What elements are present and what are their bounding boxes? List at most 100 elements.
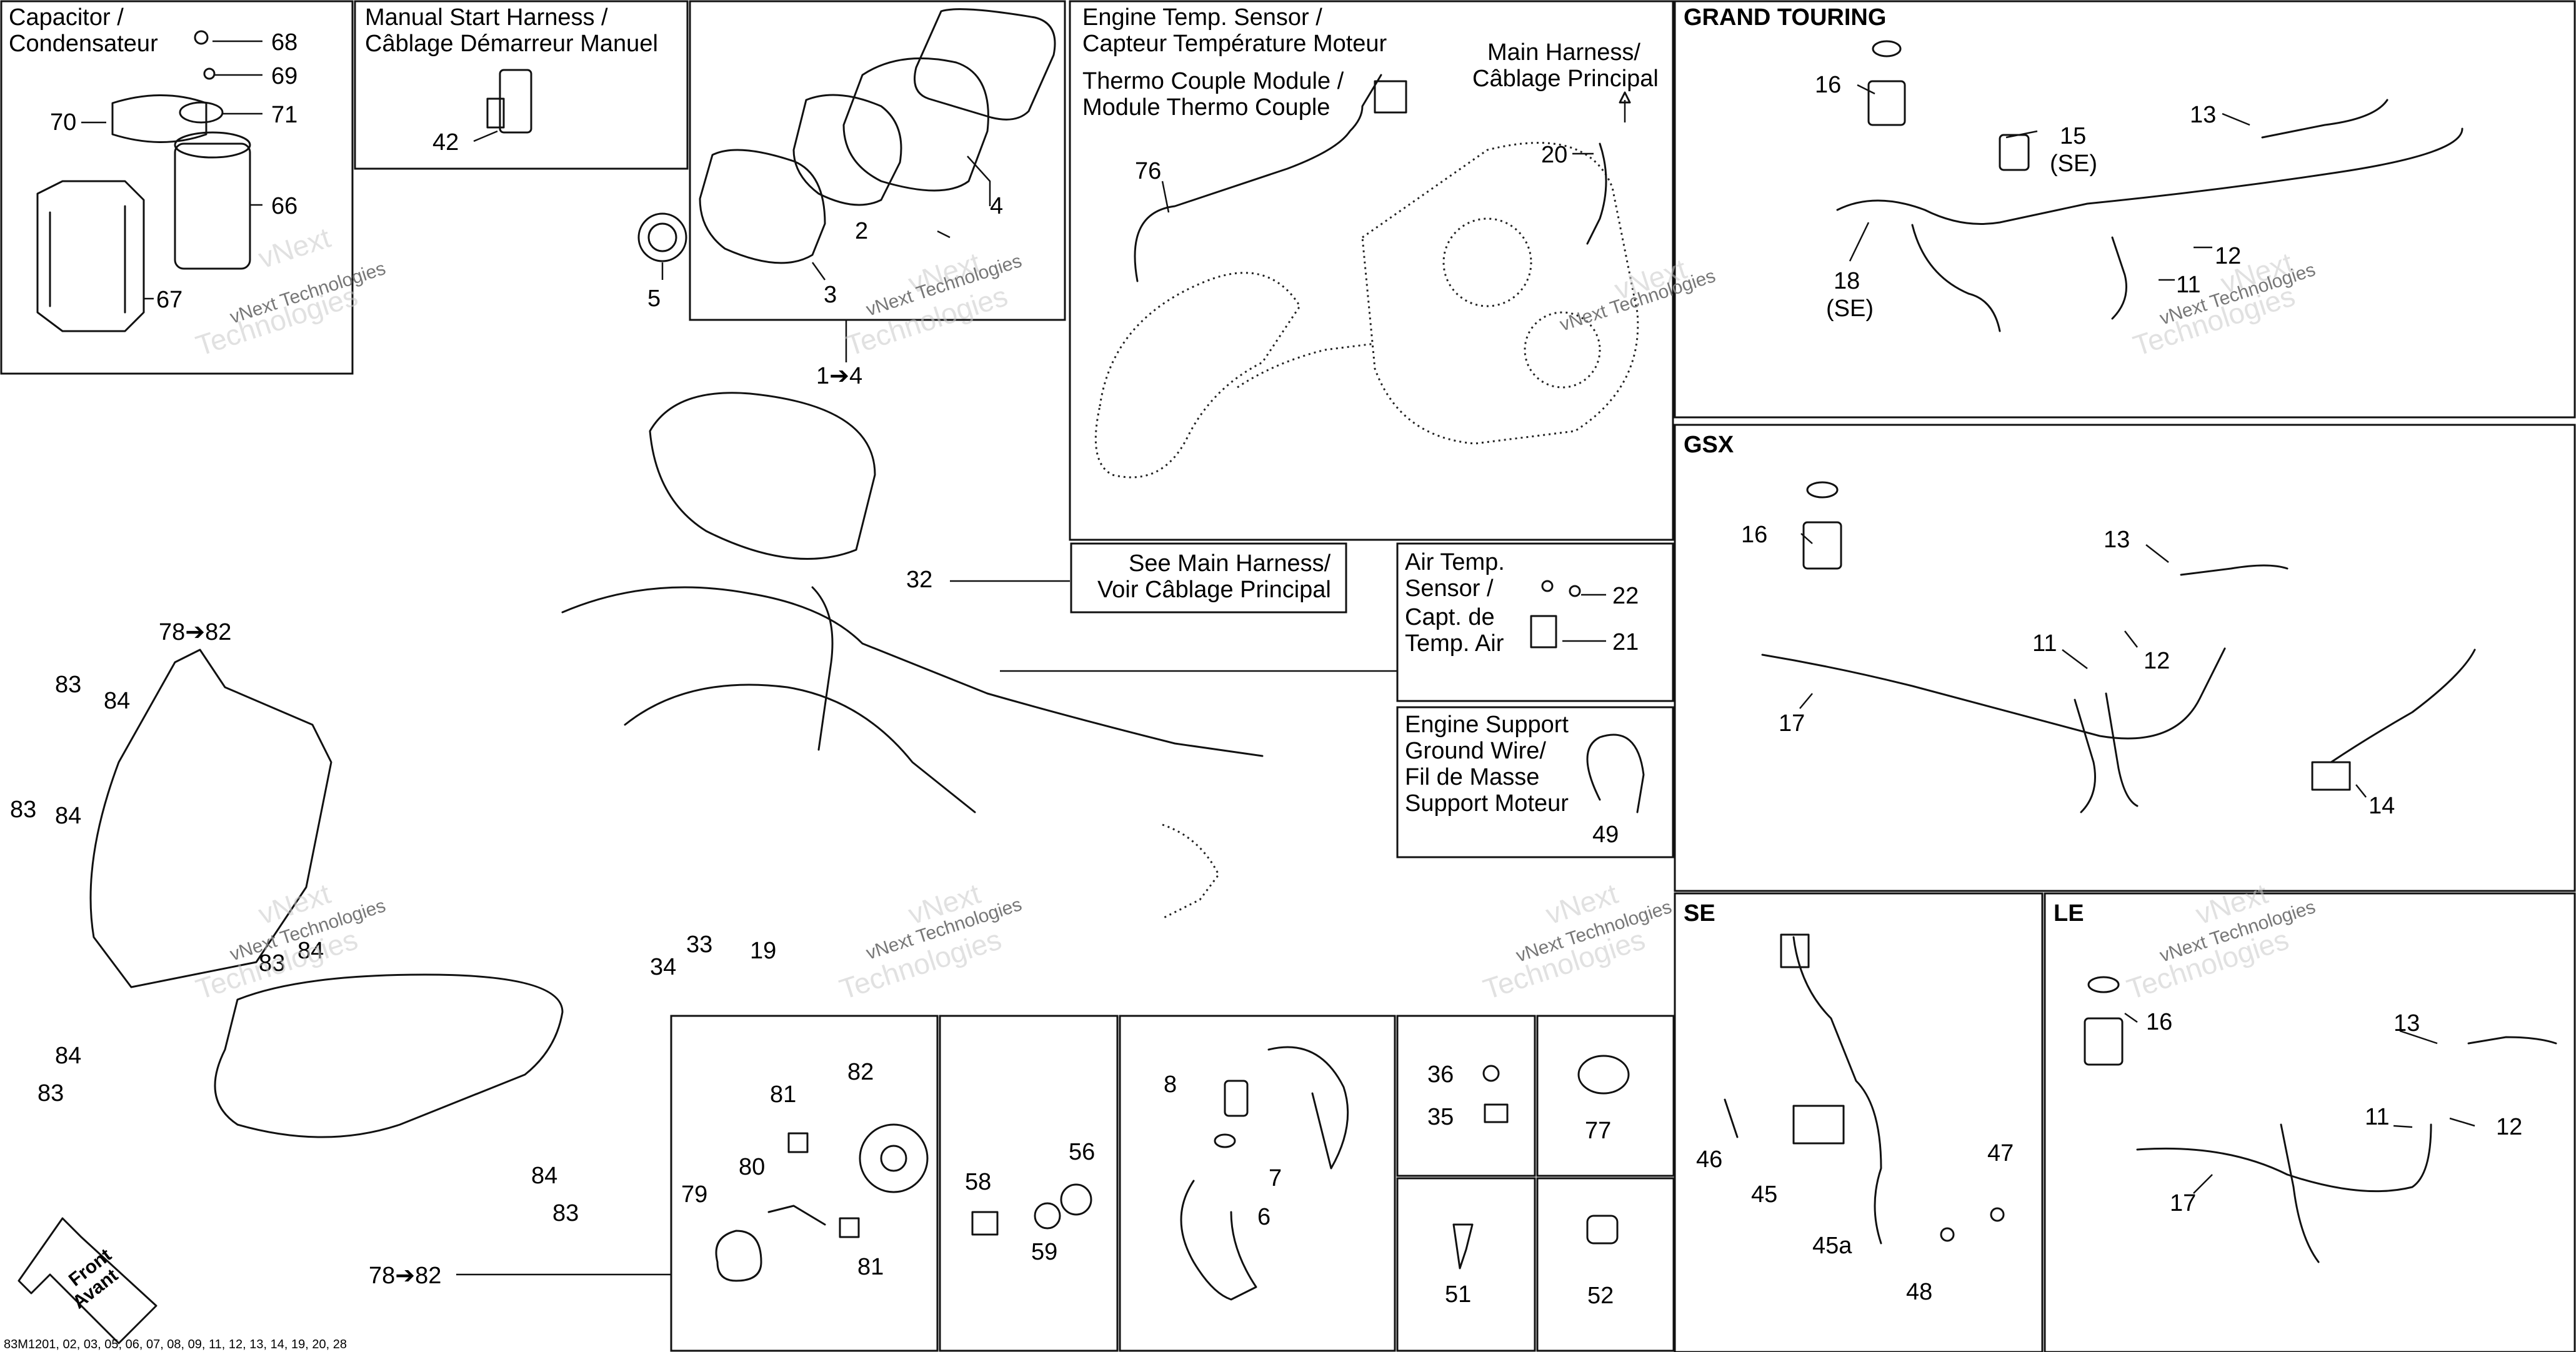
manual-start-title-en: Manual Start Harness / [365, 4, 608, 31]
callout-71: 71 [271, 102, 297, 128]
front-arrow-icon [17, 1217, 157, 1345]
callout-84-b: 84 [55, 803, 81, 829]
grand-touring-panel [1674, 0, 2576, 419]
bulb-drawing: 81 82 80 79 81 [681, 1059, 929, 1282]
gt-callout-15-se: (SE) [2050, 151, 2097, 177]
ground-wire-49 [1586, 733, 1645, 813]
gsx-callout-12: 12 [2144, 648, 2170, 674]
callout-36: 36 [1427, 1061, 1454, 1088]
thermo-module [1374, 80, 1407, 114]
callout-34: 34 [650, 954, 676, 980]
callout-2: 2 [855, 218, 868, 244]
gear-sensor-drawing: 58 56 59 [965, 1139, 1095, 1265]
gauge-lens-2 [792, 94, 902, 206]
tether-panel [1119, 1015, 1396, 1352]
capacitor-drawing: 68 69 71 66 70 67 [36, 29, 297, 332]
instrument-cluster-assembly [649, 392, 876, 560]
callout-7: 7 [1269, 1165, 1282, 1191]
nut-7 [1214, 1133, 1236, 1148]
cluster-bezel-4 [914, 8, 1056, 121]
callout-84-c: 84 [297, 938, 324, 964]
manual-start-title-fr: Câblage Démarreur Manuel [365, 31, 658, 57]
engine-temp-title-4: Module Thermo Couple [1082, 94, 1330, 121]
small-clips-drawing: 36 35 77 51 52 [1427, 1055, 1630, 1309]
gauge-housing-3 [699, 149, 826, 264]
clip-52 [1586, 1215, 1619, 1245]
engine-temp-title-1: Engine Temp. Sensor / [1082, 4, 1322, 31]
le-socket-16 [2084, 1017, 2124, 1066]
gt-callout-13: 13 [2190, 102, 2216, 128]
screw-68 [194, 30, 209, 45]
grand-touring-title: GRAND TOURING [1684, 4, 1886, 31]
se-drawing: 46 45 45a 47 48 [1696, 933, 2014, 1305]
le-title: LE [2054, 900, 2084, 927]
air-temp-title-1: Air Temp. [1405, 549, 1505, 575]
gt-socket-16 [1867, 80, 1906, 126]
se-callout-45a: 45a [1812, 1233, 1852, 1259]
rivet-51 [1452, 1223, 1474, 1270]
callout-83-a: 83 [55, 672, 81, 698]
engine-temp-title-2: Capteur Température Moteur [1082, 31, 1387, 57]
callout-5: 5 [647, 286, 661, 312]
gt-harness-18 [1836, 127, 2464, 225]
main-harness-drawing: 32 78➔82 83 84 83 84 84 83 84 83 84 83 7… [10, 392, 1397, 1289]
callout-84-d: 84 [55, 1043, 81, 1069]
callout-77: 77 [1585, 1118, 1611, 1144]
air-temp-title-3: Capt. de [1405, 604, 1495, 630]
callout-78-82-bottom: 78➔82 [369, 1263, 441, 1289]
instrument-panel [689, 0, 1066, 321]
sensor-56 [1060, 1183, 1092, 1216]
thermo-wire-76 [1134, 74, 1382, 282]
tether-8 [1224, 1080, 1249, 1117]
le-callout-13: 13 [2394, 1010, 2420, 1036]
see-main-title-2: Voir Câblage Principal [1097, 577, 1331, 603]
le-harness-17 [2136, 1123, 2432, 1193]
cluster-frame-4 [842, 57, 989, 192]
see-main-title-1: See Main Harness/ [1129, 550, 1331, 577]
switch-6 [1180, 1180, 1257, 1301]
air-temp-title-2: Sensor / [1405, 575, 1494, 602]
clip-panel-52 [1536, 1177, 1675, 1352]
callout-8: 8 [1164, 1071, 1177, 1098]
engine-temp-title-3: Thermo Couple Module / [1082, 68, 1344, 94]
callout-20: 20 [1541, 142, 1567, 168]
gsx-panel [1674, 424, 2576, 892]
callout-42: 42 [432, 129, 459, 156]
callout-32: 32 [906, 567, 932, 593]
clip-35 [1484, 1103, 1509, 1123]
washer-69 [203, 67, 216, 80]
headlamp-lens [214, 973, 564, 1138]
se-harness [1792, 936, 1882, 1245]
callout-84-a: 84 [104, 688, 130, 714]
gt-callout-18-se: (SE) [1826, 296, 1874, 322]
se-module-45 [1792, 1105, 1845, 1145]
capacitor-title-en: Capacitor / [9, 4, 124, 31]
gsx-socket-16 [1802, 521, 1842, 570]
capacitor-bracket [36, 180, 145, 332]
callout-80: 80 [739, 1154, 765, 1180]
gt-callout-11: 11 [2176, 272, 2200, 298]
ground-wire-panel [1396, 706, 1674, 858]
clip-panel-51 [1396, 1177, 1536, 1352]
main-harness-title-en: Main Harness/ [1487, 39, 1640, 66]
tether-cord [1267, 1046, 1349, 1170]
se-panel [1674, 892, 2044, 1352]
capacitor-clip [179, 101, 224, 124]
le-callout-17: 17 [2170, 1190, 2196, 1216]
gsx-callout-16: 16 [1741, 522, 1767, 548]
callout-6: 6 [1257, 1204, 1271, 1230]
se-title: SE [1684, 900, 1715, 927]
capacitor-title-fr: Condensateur [9, 31, 158, 57]
gt-callout-18: 18 [1834, 268, 1860, 294]
main-harness-title-fr: Câblage Principal [1472, 66, 1659, 92]
engine-temp-drawing: 76 20 [1094, 74, 1639, 479]
se-callout-47: 47 [1987, 1140, 2014, 1166]
gt-sensor-13 [2261, 99, 2389, 139]
gt-switch-15 [1999, 134, 2030, 171]
le-callout-12: 12 [2496, 1114, 2522, 1140]
gauge-5 [637, 212, 687, 262]
clip-80 [767, 1205, 826, 1226]
callout-58: 58 [965, 1169, 991, 1195]
gsx-harness-17 [1761, 647, 2226, 740]
callout-21: 21 [1612, 629, 1639, 655]
